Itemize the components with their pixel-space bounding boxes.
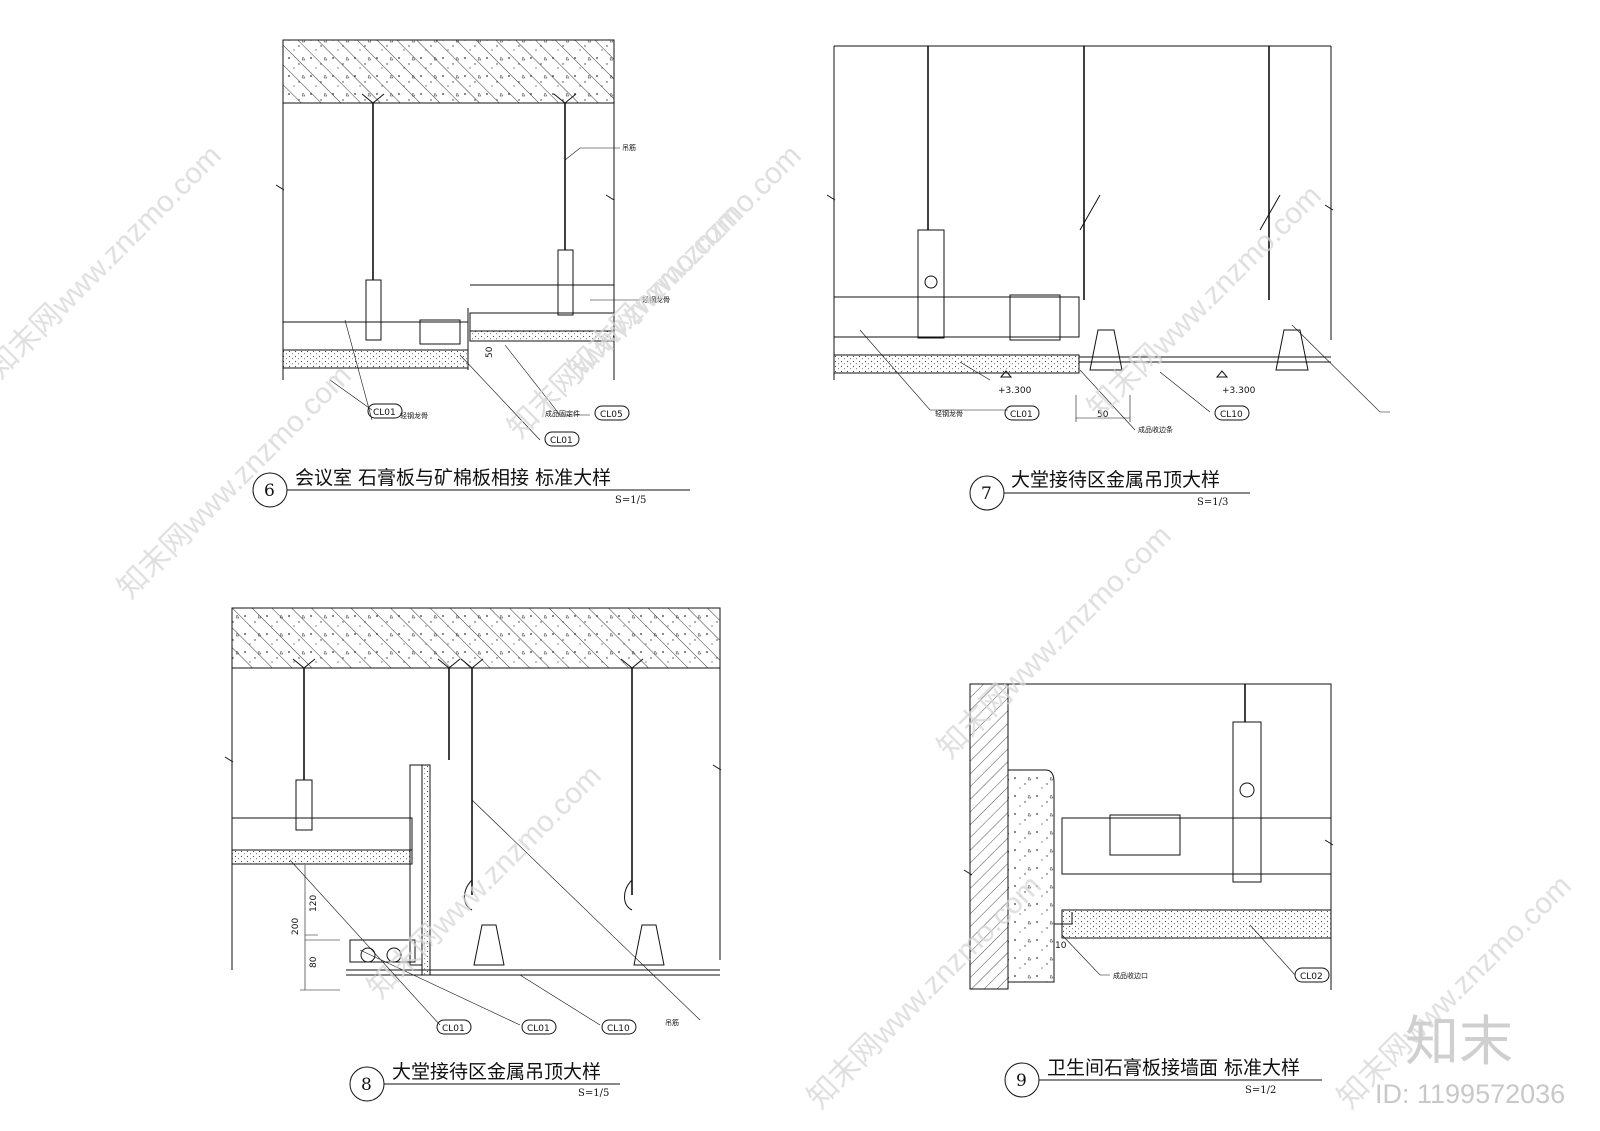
- detail-6-title: 会议室 石膏板与矿棉板相接 标准大样: [295, 466, 611, 489]
- tag-8c-label: CL10: [607, 1024, 630, 1034]
- dim-7: 50: [1097, 410, 1109, 420]
- dim-6: 50: [485, 346, 495, 358]
- watermark-text: 知末网www.znzmo.com: [932, 519, 1178, 765]
- tag-cl05-6: [594, 405, 630, 421]
- detail-8-number: 8: [361, 1075, 372, 1095]
- dim-9: 10: [1055, 941, 1067, 951]
- note-hanger-8: 吊筋: [665, 1018, 679, 1027]
- detail-9-title: 卫生间石膏板接墙面 标准大样: [1047, 1056, 1300, 1079]
- tag-7a-label: CL01: [1010, 410, 1033, 420]
- note-trim-9: 成品收边口: [1113, 971, 1148, 980]
- note-keel-6a: 轻钢龙骨: [642, 295, 670, 304]
- title-block-8: [349, 1066, 620, 1102]
- tag-8b-label: CL01: [527, 1024, 550, 1034]
- tag-6c-label: CL01: [550, 436, 573, 446]
- watermark-text: 知末网www.znzmo.com: [0, 139, 228, 385]
- tag-9-label: CL02: [1300, 972, 1323, 982]
- note-hanger-6: 吊筋: [622, 143, 636, 152]
- detail-8-title: 大堂接待区金属吊顶大样: [392, 1061, 601, 1083]
- detail-8-scale: S=1/5: [578, 1088, 609, 1099]
- detail-6-scale: S=1/5: [615, 495, 646, 506]
- detail-9: [963, 683, 1334, 990]
- level-7b: +3.300: [1222, 386, 1256, 396]
- note-fixing-6: 成品固定件: [545, 409, 580, 418]
- detail-6-number: 6: [264, 481, 275, 501]
- tag-8a-label: CL01: [442, 1024, 465, 1034]
- detail-7-scale: S=1/3: [1197, 497, 1228, 508]
- tag-7b-label: CL10: [1220, 410, 1243, 420]
- detail-6: [275, 39, 640, 441]
- watermark-text: 知末网www.znzmo.com: [802, 869, 1048, 1115]
- note-keel-7: 轻钢龙骨: [935, 409, 963, 418]
- title-block-6: [252, 472, 690, 508]
- tag-cl02-9: [1294, 967, 1330, 983]
- image-id-label: ID: 1199572036: [1375, 1079, 1565, 1109]
- tag-6a-label: CL01: [373, 408, 396, 418]
- tag-cl01-6c: [544, 431, 580, 447]
- detail-7-number: 7: [981, 484, 992, 504]
- dim-8-200: 200: [291, 918, 301, 935]
- watermark-text: 知末网www.znzmo.com: [562, 139, 808, 385]
- tag-cl01-7: [1004, 405, 1040, 421]
- tag-cl01-8a: [436, 1019, 472, 1035]
- watermark-text: 知末网www.znzmo.com: [362, 759, 608, 1005]
- dim-8-80: 80: [309, 956, 319, 968]
- detail-9-number: 9: [1016, 1071, 1027, 1091]
- note-keel-6b: 轻钢龙骨: [400, 411, 428, 420]
- tag-cl10-8: [601, 1019, 637, 1035]
- tag-cl01-6a: [367, 403, 403, 419]
- tag-cl10-7: [1214, 405, 1250, 421]
- level-7a: +3.300: [998, 386, 1032, 396]
- detail-7-title: 大堂接待区金属吊顶大样: [1011, 469, 1220, 491]
- detail-7: [826, 45, 1390, 431]
- note-trim-7: 成品收边条: [1138, 425, 1173, 434]
- tag-cl01-8b: [521, 1019, 557, 1035]
- detail-8: [224, 607, 722, 1026]
- detail-9-scale: S=1/2: [1245, 1085, 1276, 1096]
- title-block-9: [1004, 1062, 1322, 1098]
- title-block-7: [969, 475, 1250, 511]
- watermark-text: 知末网www.znzmo.com: [1082, 179, 1328, 425]
- watermark-logo: 知末: [1405, 1010, 1513, 1073]
- tag-6b-label: CL05: [600, 410, 623, 420]
- dim-8-120: 120: [309, 895, 319, 912]
